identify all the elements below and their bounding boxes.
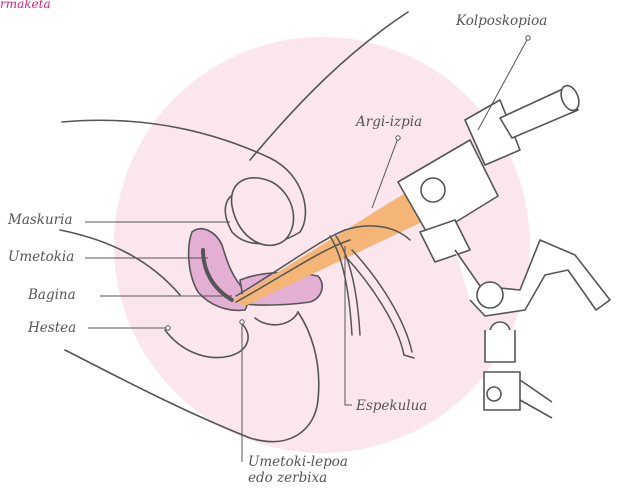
label-zerbixa: edo zerbixa	[248, 470, 327, 486]
label-argi-izpia: Argi-izpia	[356, 114, 422, 130]
label-maskuria: Maskuria	[8, 212, 73, 228]
label-espekulua: Espekulua	[356, 398, 427, 414]
label-umetoki-lepoa: Umetoki-lepoa	[248, 454, 348, 470]
label-hestea: Hestea	[28, 320, 76, 336]
label-bagina: Bagina	[28, 287, 76, 303]
label-umetokia: Umetokia	[8, 249, 74, 265]
label-kolposkopioa: Kolposkopioa	[456, 13, 547, 29]
